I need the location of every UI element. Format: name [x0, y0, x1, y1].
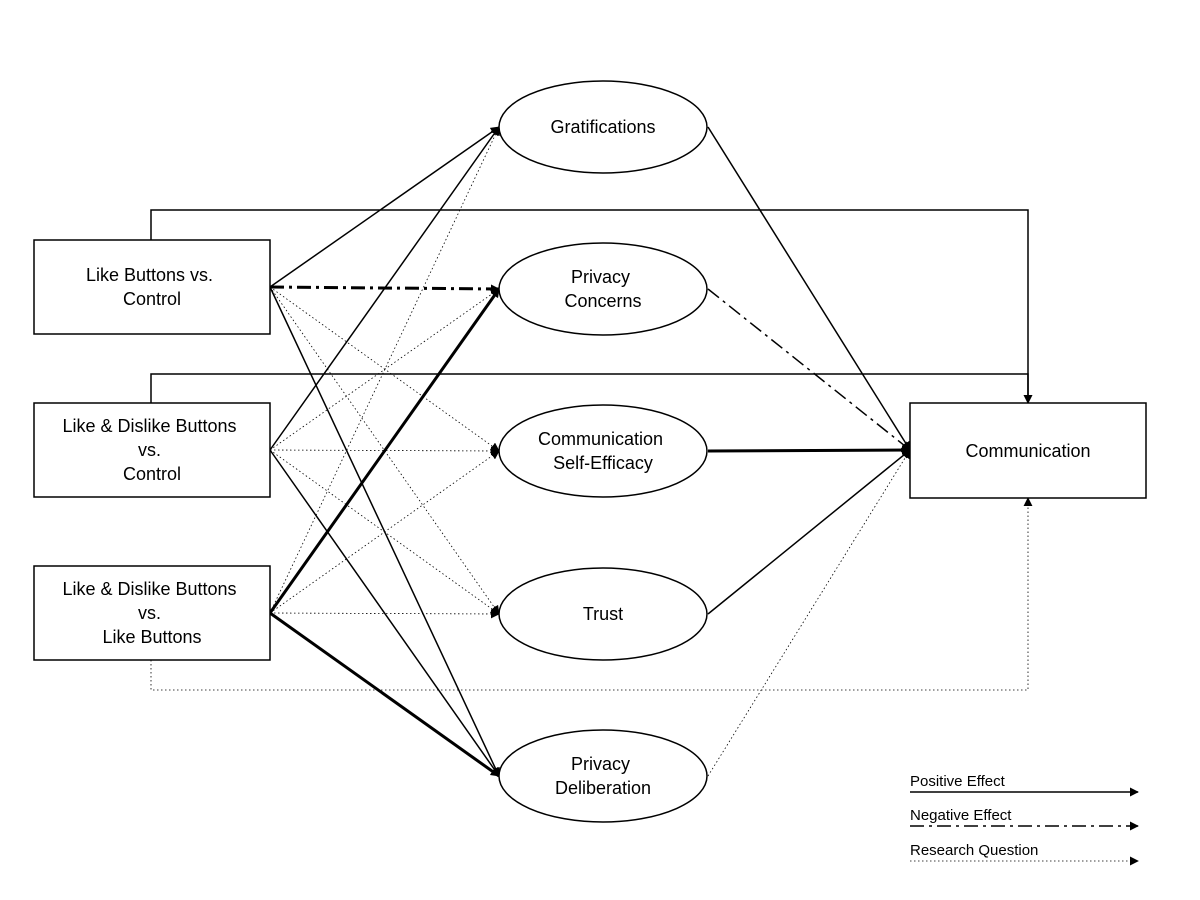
legend: Positive Effect Negative Effect Research… — [910, 773, 1139, 866]
node-likedislike-vs-control: Like & Dislike Buttons vs. Control — [33, 402, 271, 498]
edge-ldc-to-communication-direct — [150, 373, 1033, 404]
edge-ldl-to-privacy-concerns — [268, 288, 501, 614]
edge-like-control-to-gratifications — [269, 126, 500, 288]
edge-ldc-to-gratifications — [269, 126, 500, 451]
svg-text:Privacy Concerns: Privacy Concerns — [564, 267, 641, 311]
node-like-vs-control: Like Buttons vs. Control — [33, 239, 271, 335]
edge-like-control-to-communication-direct — [150, 209, 1033, 404]
node-likedislike-vs-like: Like & Dislike Buttons vs. Like Buttons — [33, 565, 271, 661]
node-trust: Trust — [498, 567, 708, 661]
node-privacy-deliberation: Privacy Deliberation — [498, 729, 708, 823]
edge-ldc-to-privacy-deliberation — [269, 449, 500, 777]
edge-ldl-to-privacy-deliberation — [269, 611, 500, 778]
svg-text:Negative Effect: Negative Effect — [910, 807, 1012, 824]
svg-text:Like & Dislike Buttons v: Like & Dislike Buttons vs. Like Buttons — [62, 579, 241, 647]
node-comm-self-efficacy: Communication Self-Efficacy — [498, 404, 708, 498]
node-gratifications: Gratifications — [498, 80, 708, 174]
edge-privacy-concerns-to-communication — [707, 288, 911, 451]
edge-ldc-to-privacy-concerns — [269, 288, 500, 451]
edge-trust-to-communication — [707, 449, 911, 615]
svg-text:Trust: Trust — [583, 604, 623, 624]
edge-like-control-to-privacy-deliberation — [269, 286, 500, 777]
legend-negative-effect: Negative Effect — [910, 807, 1139, 831]
node-privacy-concerns: Privacy Concerns — [498, 242, 708, 336]
edge-ldl-to-communication-direct — [150, 497, 1033, 691]
svg-text:Like & Dislike Buttons v: Like & Dislike Buttons vs. Control — [62, 416, 241, 484]
edge-comm-self-efficacy-to-communication — [707, 445, 911, 455]
legend-research-question: Research Question — [910, 842, 1139, 866]
edges — [150, 126, 1033, 778]
edge-like-control-to-comm-self-efficacy — [269, 286, 500, 452]
node-communication: Communication — [909, 402, 1147, 499]
svg-text:Like Buttons vs. Control: Like Buttons vs. Control — [86, 265, 218, 309]
legend-positive-effect: Positive Effect — [910, 773, 1139, 797]
edge-ldl-to-gratifications — [269, 126, 500, 614]
edge-gratifications-to-communication — [707, 126, 911, 451]
edge-ldl-to-comm-self-efficacy — [269, 450, 500, 614]
svg-text:Research Question: Research Question — [910, 842, 1038, 859]
edge-privacy-deliberation-to-communication — [707, 449, 911, 777]
edge-like-control-to-trust — [269, 286, 500, 615]
svg-text:Positive Effect: Positive Effect — [910, 773, 1006, 790]
svg-text:Gratifications: Gratifications — [550, 117, 655, 137]
svg-text:Privacy Deliberation: Privacy Deliberation — [555, 754, 651, 798]
svg-text:Communication: Communication — [965, 441, 1090, 461]
svg-text:Communication Self-Effic: Communication Self-Efficacy — [538, 429, 668, 473]
